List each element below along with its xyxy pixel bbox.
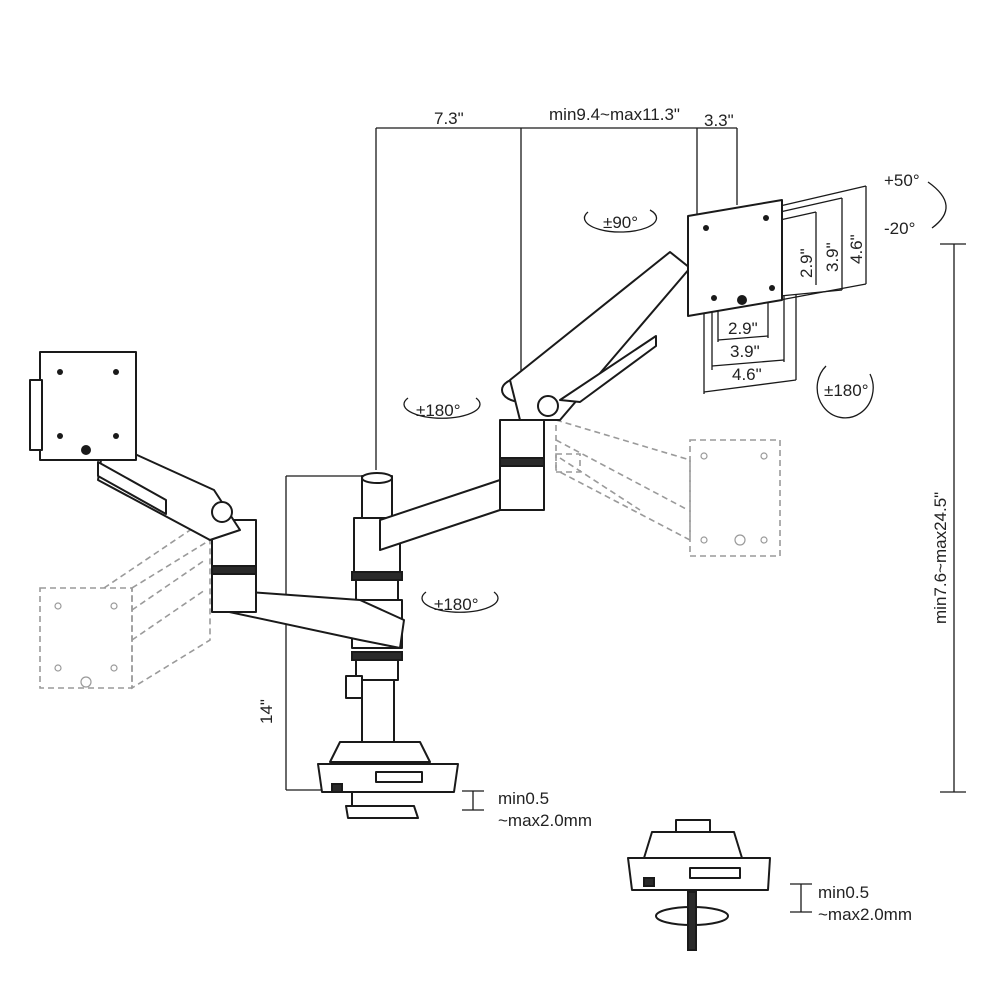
left-plate-bracket [29,379,43,451]
grommet-mount [627,819,771,951]
vesa-w3-line [703,379,797,393]
rotation-arrows [403,181,947,613]
rotation-label-rotate-plate: ±180° [824,381,869,400]
ghost-right-joint [555,453,581,473]
dim-label-vesa-w2: 3.9" [730,342,760,361]
ghost-right-hole [700,536,708,544]
ghost-left-hole [110,664,118,672]
ghost-left-arm-side [131,538,211,690]
right-plate-hole [711,295,717,301]
left-arm-knob [211,501,233,523]
ghost-right-hole [700,452,708,460]
ghost-right-arm-side [555,418,691,542]
dim-label-plate-offset: 3.3" [704,111,734,130]
ghost-left-hole [54,664,62,672]
ghost-positions [39,418,781,690]
clamp-grommet-min-label: min0.5 [818,883,869,902]
ghost-right-arm-line-1 [555,439,689,511]
left-plate-hole [57,433,63,439]
rotation-label-elbow: ±180° [416,401,461,420]
elbow-arrow [403,397,481,419]
ghost-right-arm-line-2 [559,457,641,511]
ghost-left-plate [39,587,133,689]
ghost-right-plate [689,439,781,557]
dim-label-height-range: min7.6~max24.5" [931,492,950,624]
ghost-left-arm-line-2 [131,589,206,641]
grommet-screw [643,877,655,887]
clamp-grommet-max-label: ~max2.0mm [818,905,912,924]
grommet-top-block [643,831,743,859]
right-arm-knob [537,395,559,417]
dim-label-vesa-w3: 4.6" [732,365,762,384]
vesa-w2-line [711,359,785,367]
clamp-main-min-label: min0.5 [498,789,549,808]
pole-ring-2 [351,651,403,661]
dim-label-vesa-h2: 3.9" [823,242,842,272]
ghost-left-arm-line-1 [131,559,206,611]
vesa-h-bottom-skew-2 [779,289,843,297]
vesa-h-top-skew-3 [779,185,867,207]
pole-ring-1 [351,571,403,581]
dim-label-top-left: 7.3" [434,109,464,128]
vesa-h-top-skew-2 [779,197,843,213]
dim-label-arm-reach: min9.4~max11.3" [549,105,680,124]
left-arm-rail [97,461,167,515]
dim-label-vesa-h1: 2.9" [797,248,816,278]
left-plate-hole [113,369,119,375]
cable-clip [345,675,363,699]
rotation-label-swivel-plate: ±90° [603,213,638,232]
dimension-lines [285,127,966,913]
ghost-left-hole [54,602,62,610]
right-upper-arm [509,251,691,421]
clamp-slot [375,771,423,783]
rotation-label-tilt-down: -20° [884,219,915,238]
right-arm-rail [559,335,657,403]
ghost-right-hole [760,452,768,460]
tilt-arrow [927,181,947,229]
swivel-plate-arrow [583,209,658,233]
main-mount [317,472,459,819]
right-plate-hole [769,285,775,291]
grommet-bolt [687,891,697,951]
grommet-slot [689,867,741,879]
ghost-left-arm-line-3 [103,519,206,589]
left-plate-hole [81,445,91,455]
right-vesa-plate [687,199,783,317]
ghost-right-hole [760,536,768,544]
ghost-left-hole [110,602,118,610]
left-plate-hole [57,369,63,375]
pole-lower [361,679,395,751]
clamp-foot [345,805,419,819]
labels: 7.3" min9.4~max11.3" 3.3" 14" min7.6~max… [257,105,950,924]
left-elbow-ring [211,565,257,575]
right-plate-hole [703,225,709,231]
left-arm [29,351,405,649]
left-vesa-plate [39,351,137,461]
rotate-plate-arrow [816,365,874,419]
vesa-h-top-skew-1 [779,211,817,221]
left-plate-hole [113,433,119,439]
base-arm-arrow [421,591,499,613]
pole-top-cap [361,472,393,484]
ghost-right-hole [734,534,746,546]
right-arm [379,199,783,551]
rotation-label-tilt-up: +50° [884,171,920,190]
right-elbow-ring [499,457,545,467]
clamp-main-max-label: ~max2.0mm [498,811,592,830]
pole-collar-mid [355,579,399,601]
dim-label-vesa-h3: 4.6" [847,234,866,264]
clamp-screw [331,783,343,793]
dim-label-vesa-w1: 2.9" [728,319,758,338]
right-plate-hole [763,215,769,221]
base-top-block [329,741,431,763]
rotation-label-base-arm: ±180° [434,595,479,614]
right-plate-hole [737,295,747,305]
vesa-w1-line [717,335,769,341]
dim-label-pole-height: 14" [257,699,276,724]
ghost-left-hole [80,676,92,688]
